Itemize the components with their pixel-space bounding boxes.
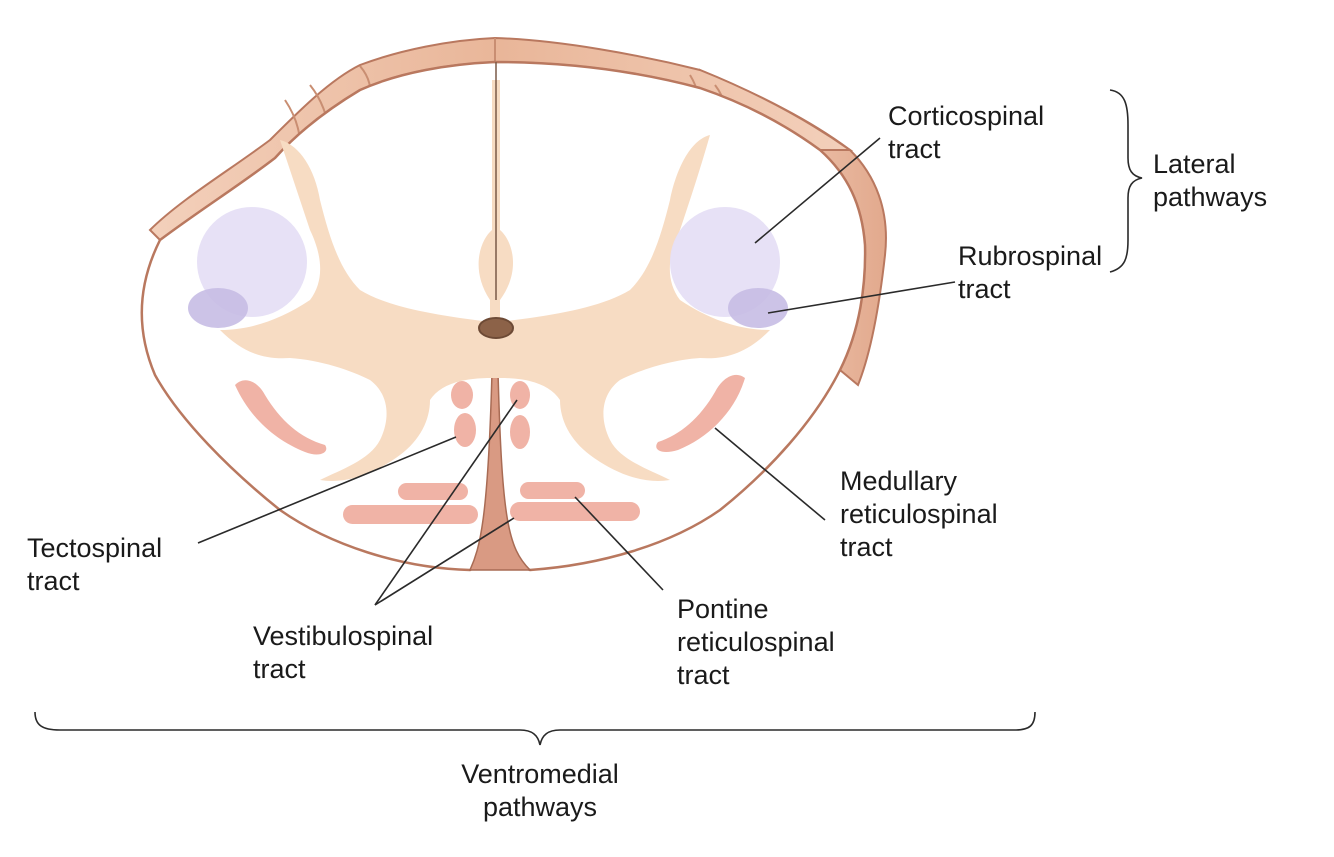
vestibulospinal-tract-left-upper [451,381,473,409]
label-vestibulospinal: Vestibulospinal tract [253,620,433,686]
central-canal [478,317,514,339]
rubrospinal-tract-right [728,288,788,328]
leader-lines [197,137,956,606]
label-ventromedial-line2: pathways [482,792,598,822]
label-rubrospinal: Rubrospinal tract [958,240,1102,306]
label-pontine-line3: tract [677,660,730,690]
vestibulospinal-tract-right-lower [510,415,530,449]
label-corticospinal-line2: tract [888,134,941,164]
pontine-reticulospinal-tract-right-lower [510,502,640,521]
label-vestibulospinal-line1: Vestibulospinal [253,621,434,651]
rubrospinal-tract-left [188,288,248,328]
label-tectospinal-line1: Tectospinal [27,533,163,563]
label-ventromedial-pathways: Ventromedial pathways [445,758,635,824]
label-rubrospinal-line1: Rubrospinal [958,241,1103,271]
label-medullary-line1: Medullary [840,466,958,496]
label-tectospinal-line2: tract [27,566,80,596]
label-medullary: Medullary reticulospinal tract [840,465,998,564]
medullary-leader [714,427,826,521]
pontine-leader [574,496,664,591]
medullary-reticulospinal-tract-right [656,374,745,453]
rubrospinal-leader [767,281,956,314]
label-tectospinal: Tectospinal tract [27,532,162,598]
label-lateral-pathways-line2: pathways [1153,182,1268,212]
label-corticospinal-line1: Corticospinal [888,101,1045,131]
pontine-reticulospinal-tract-left-lower [343,505,478,524]
medullary-reticulospinal-tract-left [235,380,327,455]
label-rubrospinal-line2: tract [958,274,1011,304]
lateral-pathways-brace [1109,89,1143,273]
ventromedial-pathways-brace [34,711,1036,746]
label-corticospinal: Corticospinal tract [888,100,1044,166]
label-medullary-line2: reticulospinal [840,499,998,529]
tectospinal-tract-left [454,413,476,447]
label-pontine-line1: Pontine [677,594,769,624]
label-lateral-pathways: Lateral pathways [1153,148,1267,214]
vestibulospinal-leader-1 [374,399,518,606]
pontine-reticulospinal-tract-right-upper [520,482,585,499]
tectospinal-leader [197,436,457,544]
label-medullary-line3: tract [840,532,893,562]
label-vestibulospinal-line2: tract [253,654,306,684]
label-ventromedial-line1: Ventromedial [461,759,619,789]
label-lateral-pathways-line1: Lateral [1153,149,1236,179]
ventromedial-tracts [235,374,745,524]
corticospinal-leader [754,137,881,244]
label-pontine-line2: reticulospinal [677,627,835,657]
gray-matter [220,80,770,481]
label-pontine: Pontine reticulospinal tract [677,593,835,692]
vestibulospinal-leader-2 [374,517,515,606]
